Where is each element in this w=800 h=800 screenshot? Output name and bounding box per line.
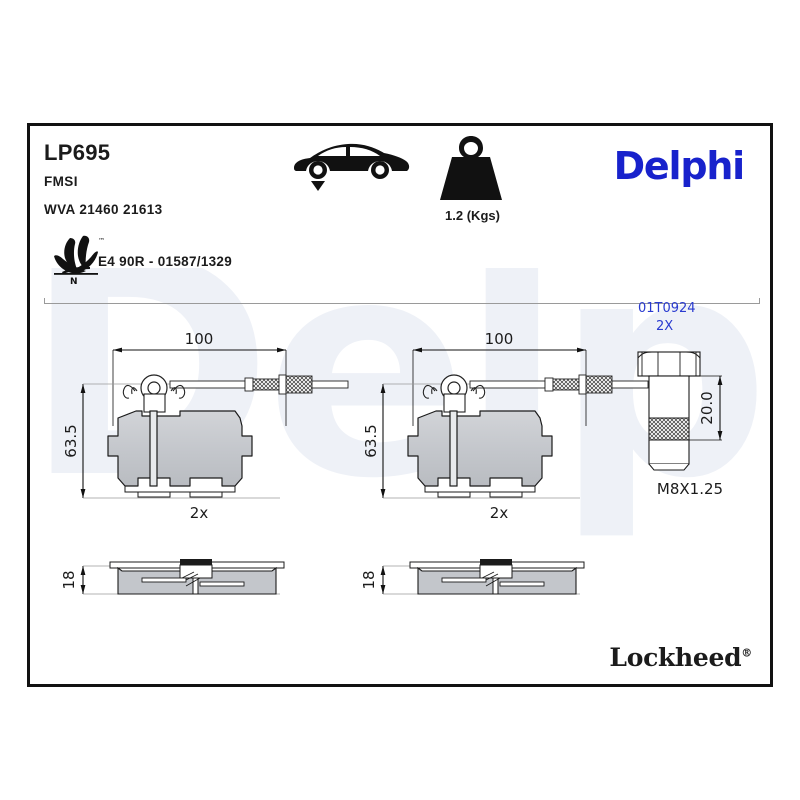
pad-left-quantity: 2x [190,504,209,522]
wear-sensor-left [169,374,349,395]
svg-text:™: ™ [98,237,105,245]
pad-right-quantity: 2x [490,504,509,522]
wva-reference: WVA 21460 21613 [44,202,163,217]
delphi-logo: Delphi [613,144,746,188]
bolt-thread-spec: M8X1.25 [657,480,723,498]
svg-text:63.5: 63.5 [362,424,380,457]
svg-text:18: 18 [360,570,378,589]
svg-text:N: N [70,277,78,286]
fmsi-label: FMSI [44,174,78,189]
pad-profile-left: 18 [60,559,285,595]
pad-drawing-right: 100 63.5 [362,330,649,522]
bolt-quantity: 2X [656,319,673,334]
registered-trademark-symbol: ® [741,646,752,660]
pad-drawing-left: 100 63.5 [62,330,349,522]
svg-text:100: 100 [485,330,514,348]
retaining-clip-left [122,384,186,399]
retaining-clip-right [422,384,486,399]
svg-text:18: 18 [60,570,78,589]
wear-sensor-right [469,374,649,395]
lockheed-wordmark: Lockheed [609,643,742,672]
drawing-frame: LP695 FMSI WVA 21460 21613 N ™ [27,123,773,687]
lockheed-logo: Lockheed® [609,645,752,670]
weight-kettlebell-icon [438,134,504,206]
weight-value-label: 1.2 (Kgs) [445,208,500,223]
bolt-part-code: 01T0924 [638,301,696,316]
bolt-drawing: 01T0924 2X 20.0 [637,301,723,498]
pad-profile-right: 18 [360,559,585,595]
ece-approval-code: E4 90R - 01587/1329 [98,254,233,269]
technical-drawing-area: 100 63.5 [60,301,723,595]
svg-text:63.5: 63.5 [62,424,80,457]
header-separator [44,298,760,304]
svg-text:100: 100 [185,330,214,348]
eco-leaf-icon: N ™ [48,234,106,287]
page-title-part-number: LP695 [44,140,111,165]
car-front-axle-icon [288,134,413,192]
svg-text:20.0: 20.0 [698,391,716,424]
